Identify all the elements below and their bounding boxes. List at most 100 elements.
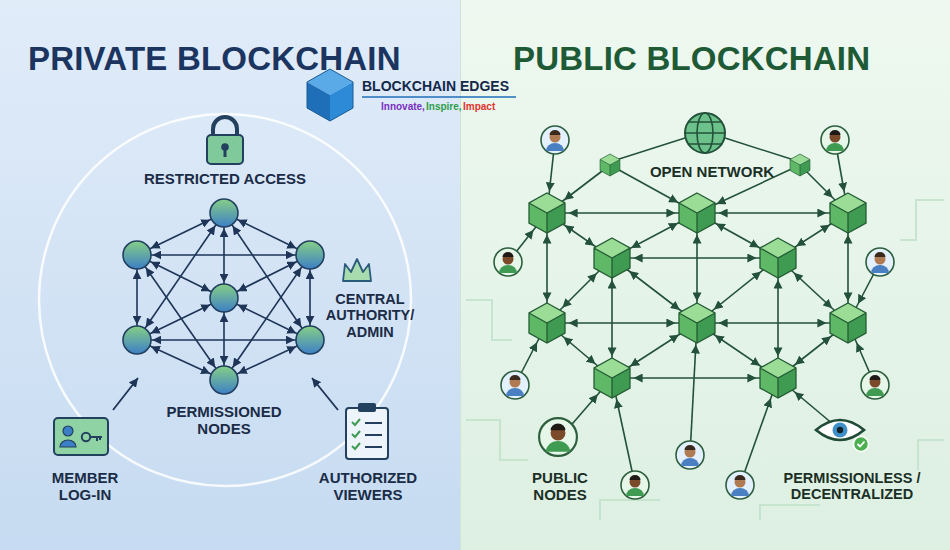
crown-icon xyxy=(343,259,371,281)
mesh-arrow xyxy=(224,255,310,380)
network-link xyxy=(697,213,778,258)
user-icon xyxy=(621,471,649,499)
lock-icon xyxy=(207,135,243,164)
mesh-arrow xyxy=(137,213,224,255)
user-icon xyxy=(676,441,704,469)
circuit-trace xyxy=(466,300,512,340)
user-icon xyxy=(726,471,754,499)
mesh-arrow xyxy=(223,213,225,298)
mesh-arrow xyxy=(224,213,310,340)
member-card-icon xyxy=(54,418,108,455)
network-link xyxy=(612,323,697,378)
mesh-arrow xyxy=(136,255,138,340)
network-link xyxy=(777,258,779,378)
mesh-arrow xyxy=(137,254,310,256)
mesh-arrow xyxy=(137,255,224,380)
user-icon xyxy=(501,371,529,399)
mesh-arrow xyxy=(223,298,225,380)
permissioned-node xyxy=(210,366,238,394)
network-link xyxy=(547,213,612,258)
nodes-label: PERMISSIONED NODES xyxy=(149,404,299,438)
network-link xyxy=(697,258,778,323)
logo-underline xyxy=(362,97,516,98)
panel-heading: PUBLIC BLOCKCHAIN xyxy=(513,40,870,78)
network-link xyxy=(547,140,555,213)
circuit-trace xyxy=(760,505,820,520)
mesh-arrow xyxy=(137,213,310,380)
block-cube xyxy=(679,303,715,343)
network-link xyxy=(612,257,778,259)
globe-icon xyxy=(685,122,725,144)
mesh-arrow xyxy=(137,339,310,341)
mesh-arrow xyxy=(137,340,224,380)
network-link xyxy=(690,323,697,455)
lock-icon xyxy=(207,117,243,164)
clipboard-icon xyxy=(358,403,376,412)
member-card-icon xyxy=(90,437,102,441)
network-link xyxy=(560,378,612,438)
network-link xyxy=(508,213,547,262)
logo-tagline: Impact xyxy=(463,101,495,112)
permissioned-node xyxy=(296,241,324,269)
network-link xyxy=(778,323,848,378)
network-link xyxy=(547,165,610,213)
mesh-arrow xyxy=(224,340,310,380)
access-arrow xyxy=(113,378,138,410)
network-link xyxy=(697,323,778,378)
member-card-icon xyxy=(63,426,73,436)
user-icon xyxy=(821,126,849,154)
mesh-arrow xyxy=(224,298,310,340)
network-link xyxy=(696,213,698,323)
network-link xyxy=(697,212,848,214)
block-cube xyxy=(760,238,796,278)
network-link xyxy=(778,258,848,323)
block-cube xyxy=(679,193,715,233)
user-icon xyxy=(539,418,577,456)
network-link xyxy=(612,213,697,258)
permissioned-node xyxy=(123,326,151,354)
lock-icon xyxy=(221,143,229,151)
clipboard-icon xyxy=(352,419,360,449)
network-link xyxy=(848,262,880,323)
network-link xyxy=(778,378,840,430)
access-arrow xyxy=(312,378,338,410)
network-link xyxy=(740,378,778,485)
member-card-icon xyxy=(60,440,76,447)
mesh-arrow xyxy=(224,213,310,255)
permissioned-node xyxy=(123,199,324,394)
network-link xyxy=(847,213,849,323)
globe-link xyxy=(616,138,794,160)
globe-icon xyxy=(685,113,725,153)
mesh-arrow xyxy=(137,298,224,340)
logo-cube xyxy=(330,82,353,121)
block-cube xyxy=(529,303,565,343)
block-cube xyxy=(790,154,810,176)
eye-icon xyxy=(833,423,848,438)
mesh-arrow xyxy=(224,255,310,298)
member-card-icon xyxy=(54,418,108,455)
circuit-trace xyxy=(900,200,944,240)
logo-underline xyxy=(362,96,516,98)
block-cube xyxy=(830,303,866,343)
network-link xyxy=(547,212,697,214)
network-link xyxy=(547,323,612,378)
circuit-trace xyxy=(600,500,660,520)
network-link xyxy=(778,213,848,258)
network-link xyxy=(611,258,613,378)
globe-icon xyxy=(697,113,713,153)
permissioned-node xyxy=(123,241,151,269)
network-label: OPEN NETWORK xyxy=(612,164,812,181)
network-link xyxy=(547,322,697,324)
eye-icon xyxy=(837,427,843,433)
block-cube xyxy=(760,358,796,398)
logo-tagline: Inspire, xyxy=(426,101,462,112)
logo-name: BLOCKCHAIN EDGES xyxy=(362,79,509,95)
logo-cube xyxy=(307,69,353,121)
user-icon xyxy=(541,126,569,154)
viewers-label: AUTHORIZED VIEWERS xyxy=(303,470,433,504)
circuit-trace xyxy=(918,440,944,470)
mesh-arrow xyxy=(137,255,224,298)
block-cube xyxy=(600,154,620,176)
clipboard-icon xyxy=(346,408,388,459)
